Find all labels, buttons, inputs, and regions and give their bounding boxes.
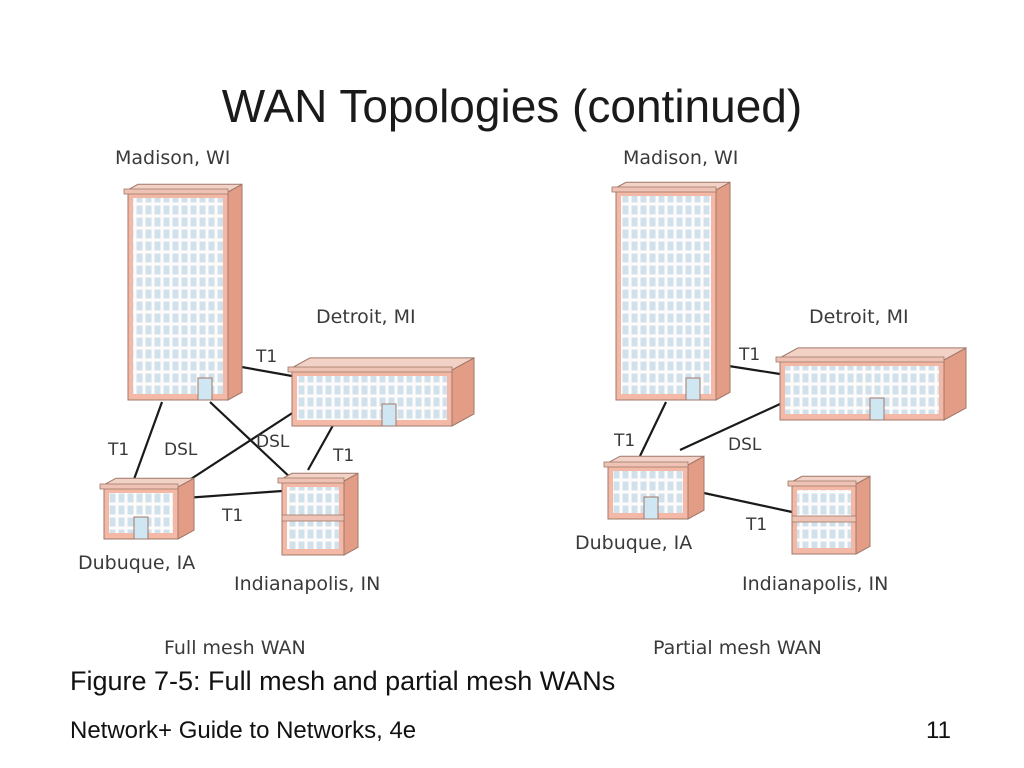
- diagram-0-site-label-dubuque-ia: Dubuque, IA: [78, 552, 195, 574]
- diagram-0-building-madison-wi: [123, 183, 243, 401]
- page-number: 11: [926, 717, 951, 744]
- diagram-0-link-madison-wi-to-dubuque-ia: [131, 401, 164, 483]
- diagram-0-link-label-2: DSL: [256, 432, 290, 452]
- diagram-0-link-label-5: T1: [221, 506, 243, 526]
- diagram-0-link-label-0: T1: [255, 347, 277, 367]
- diagram-0-building-detroit-mi: [287, 357, 475, 427]
- diagram-1-link-madison-wi-to-dubuque-ia: [639, 401, 667, 457]
- diagram-1-link-dubuque-ia-to-detroit-mi: [679, 403, 781, 451]
- diagram-1-building-indianapolis-in: [787, 475, 871, 555]
- diagram-0-link-dubuque-ia-to-detroit-mi: [173, 407, 301, 491]
- diagram-1-site-label-madison-wi: Madison, WI: [623, 147, 738, 169]
- buildings-layer: [99, 181, 967, 556]
- diagram-0-site-label-indianapolis-in: Indianapolis, IN: [234, 573, 380, 595]
- diagram-1-site-label-dubuque-ia: Dubuque, IA: [575, 532, 692, 554]
- diagram-0-link-madison-wi-to-detroit-mi: [235, 364, 293, 378]
- diagram-0-link-label-3: DSL: [164, 440, 198, 460]
- diagram-1-name-label: Partial mesh WAN: [653, 637, 822, 659]
- diagram-1-link-label-3: T1: [745, 515, 767, 535]
- footer-text: Network+ Guide to Networks, 4e: [70, 717, 417, 744]
- diagram-1-building-madison-wi: [611, 181, 731, 401]
- diagram-0-link-detroit-mi-to-indianapolis-in: [307, 419, 337, 471]
- figure-caption: Figure 7-5: Full mesh and partial mesh W…: [70, 666, 616, 696]
- diagram-1-link-label-1: T1: [613, 431, 635, 451]
- diagram-1-site-label-indianapolis-in: Indianapolis, IN: [742, 573, 888, 595]
- slide-title: WAN Topologies (continued): [221, 80, 803, 132]
- diagram-1-building-dubuque-ia: [603, 455, 705, 520]
- diagram-1-link-label-0: T1: [738, 345, 760, 365]
- diagram-0-site-label-madison-wi: Madison, WI: [115, 147, 230, 169]
- diagram-0-name-label: Full mesh WAN: [164, 637, 306, 659]
- diagram-1-link-dubuque-ia-to-indianapolis-in: [689, 488, 793, 514]
- diagram-0-link-label-4: T1: [332, 446, 354, 466]
- diagram-0-link-label-1: T1: [107, 440, 129, 460]
- diagram-0-site-label-detroit-mi: Detroit, MI: [316, 306, 416, 328]
- links-layer: [131, 362, 793, 514]
- diagram-1-site-label-detroit-mi: Detroit, MI: [809, 306, 909, 328]
- diagram-0-link-madison-wi-to-indianapolis-in: [209, 401, 295, 482]
- diagram-1-link-label-2: DSL: [728, 435, 762, 455]
- diagram-0-building-dubuque-ia: [99, 477, 195, 540]
- diagram-1-building-detroit-mi: [775, 347, 967, 421]
- diagram-0-building-indianapolis-in: [277, 472, 359, 556]
- diagram-0-link-dubuque-ia-to-indianapolis-in: [184, 489, 283, 500]
